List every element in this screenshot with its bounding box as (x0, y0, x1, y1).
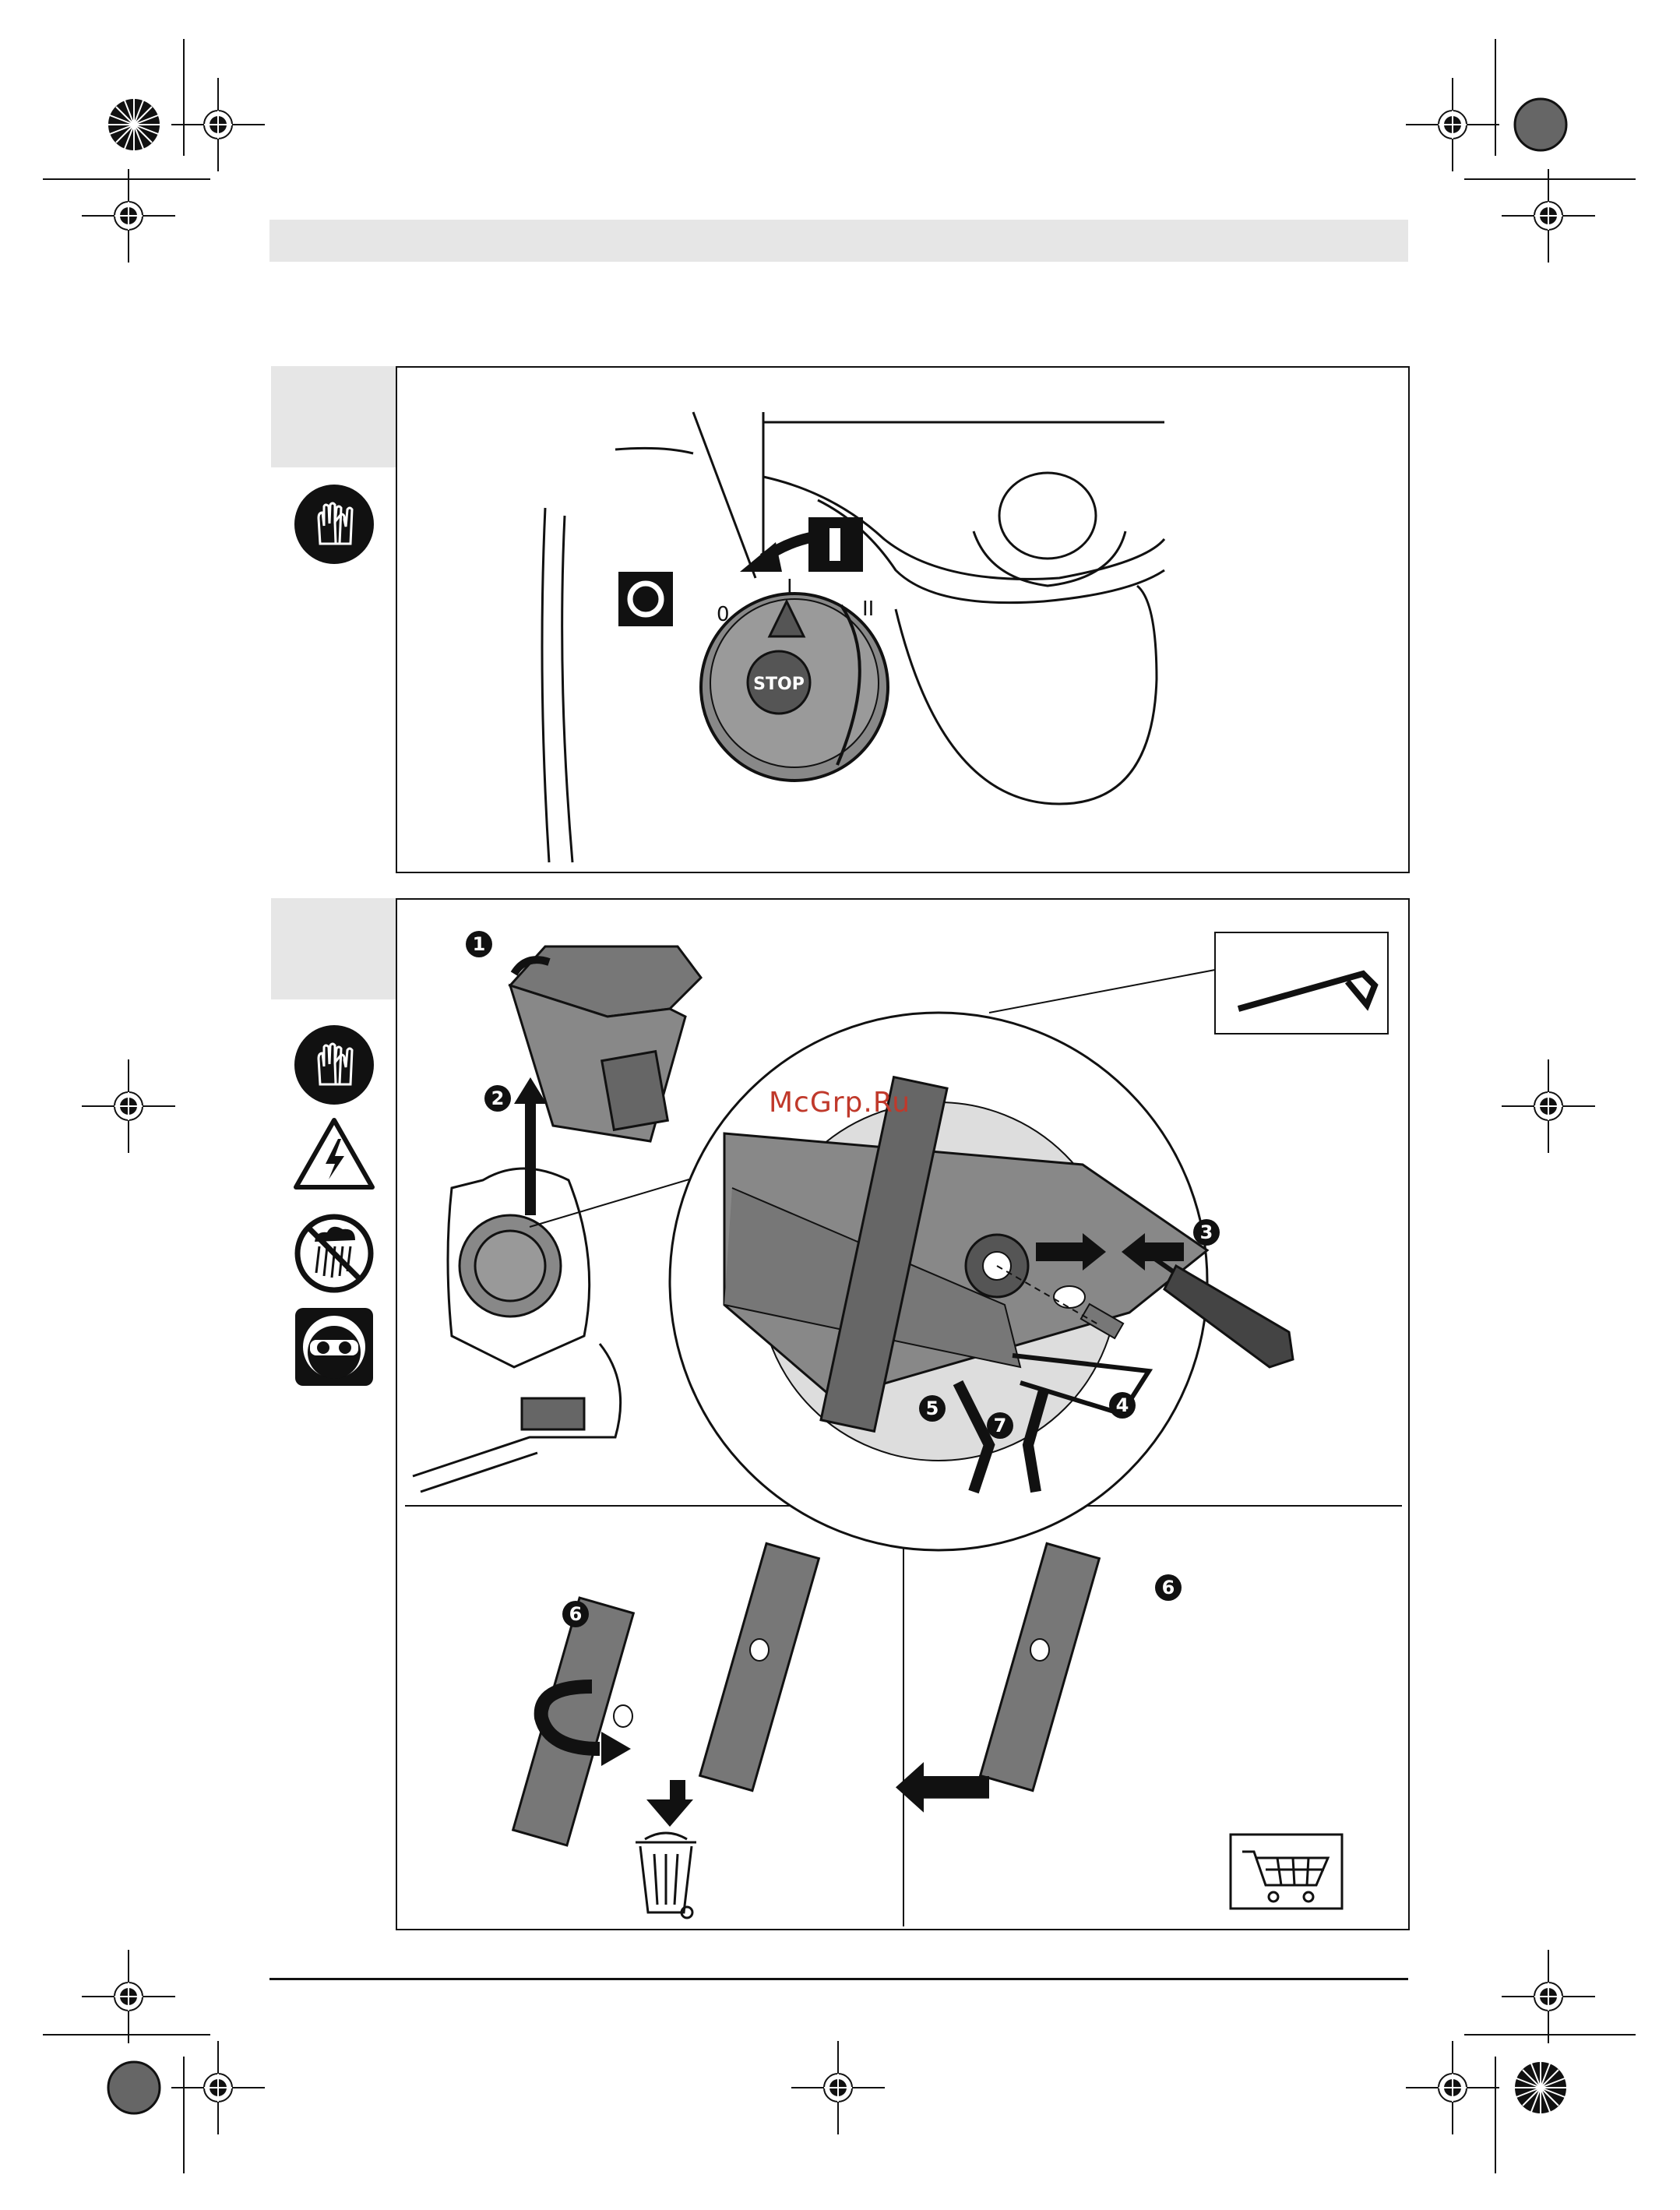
trash-bin-icon (636, 1833, 696, 1918)
shredder-body (413, 1168, 621, 1492)
switch-off-symbol (618, 572, 673, 626)
step-2: 2 (484, 1085, 511, 1112)
dial-pos-0-label: 0 (717, 603, 730, 626)
footer-line (269, 1978, 1408, 1980)
dial-pos-2-label: II (862, 597, 874, 621)
step-1: 1 (466, 931, 492, 957)
step-6-left: 6 (562, 1601, 589, 1627)
dial-stop-label: STOP (753, 675, 805, 694)
step-7: 7 (987, 1412, 1013, 1439)
figure2-tab (271, 898, 396, 999)
figure1-tab (271, 366, 396, 467)
step-4: 4 (1109, 1392, 1136, 1419)
grass-box (510, 946, 701, 1141)
no-rain-icon (293, 1212, 375, 1295)
blade-old (700, 1543, 819, 1790)
reg-star-top-left (108, 99, 160, 150)
step-5: 5 (919, 1395, 946, 1422)
header-bar (269, 220, 1408, 262)
figure2-panel: 1 2 3 4 5 7 6 6 McGrp.Ru (396, 898, 1410, 1930)
figure2-illustration (397, 900, 1408, 1929)
electric-hazard-icon (293, 1116, 375, 1192)
gloves-icon-2 (293, 1024, 375, 1106)
gloves-icon (293, 483, 375, 566)
hex-key-inset (1215, 932, 1388, 1034)
figure1-illustration: STOP 0 I II (397, 368, 1408, 872)
shopping-cart-icon (1231, 1835, 1342, 1909)
dial-pos-1-label: I (787, 576, 793, 599)
watermark: McGrp.Ru (769, 1087, 910, 1119)
step-3: 3 (1193, 1219, 1220, 1246)
blade-new (981, 1543, 1100, 1790)
goggles-icon (293, 1306, 375, 1388)
step-6-right: 6 (1155, 1574, 1182, 1601)
blade-left (513, 1598, 634, 1845)
figure1-panel: STOP 0 I II (396, 366, 1410, 873)
